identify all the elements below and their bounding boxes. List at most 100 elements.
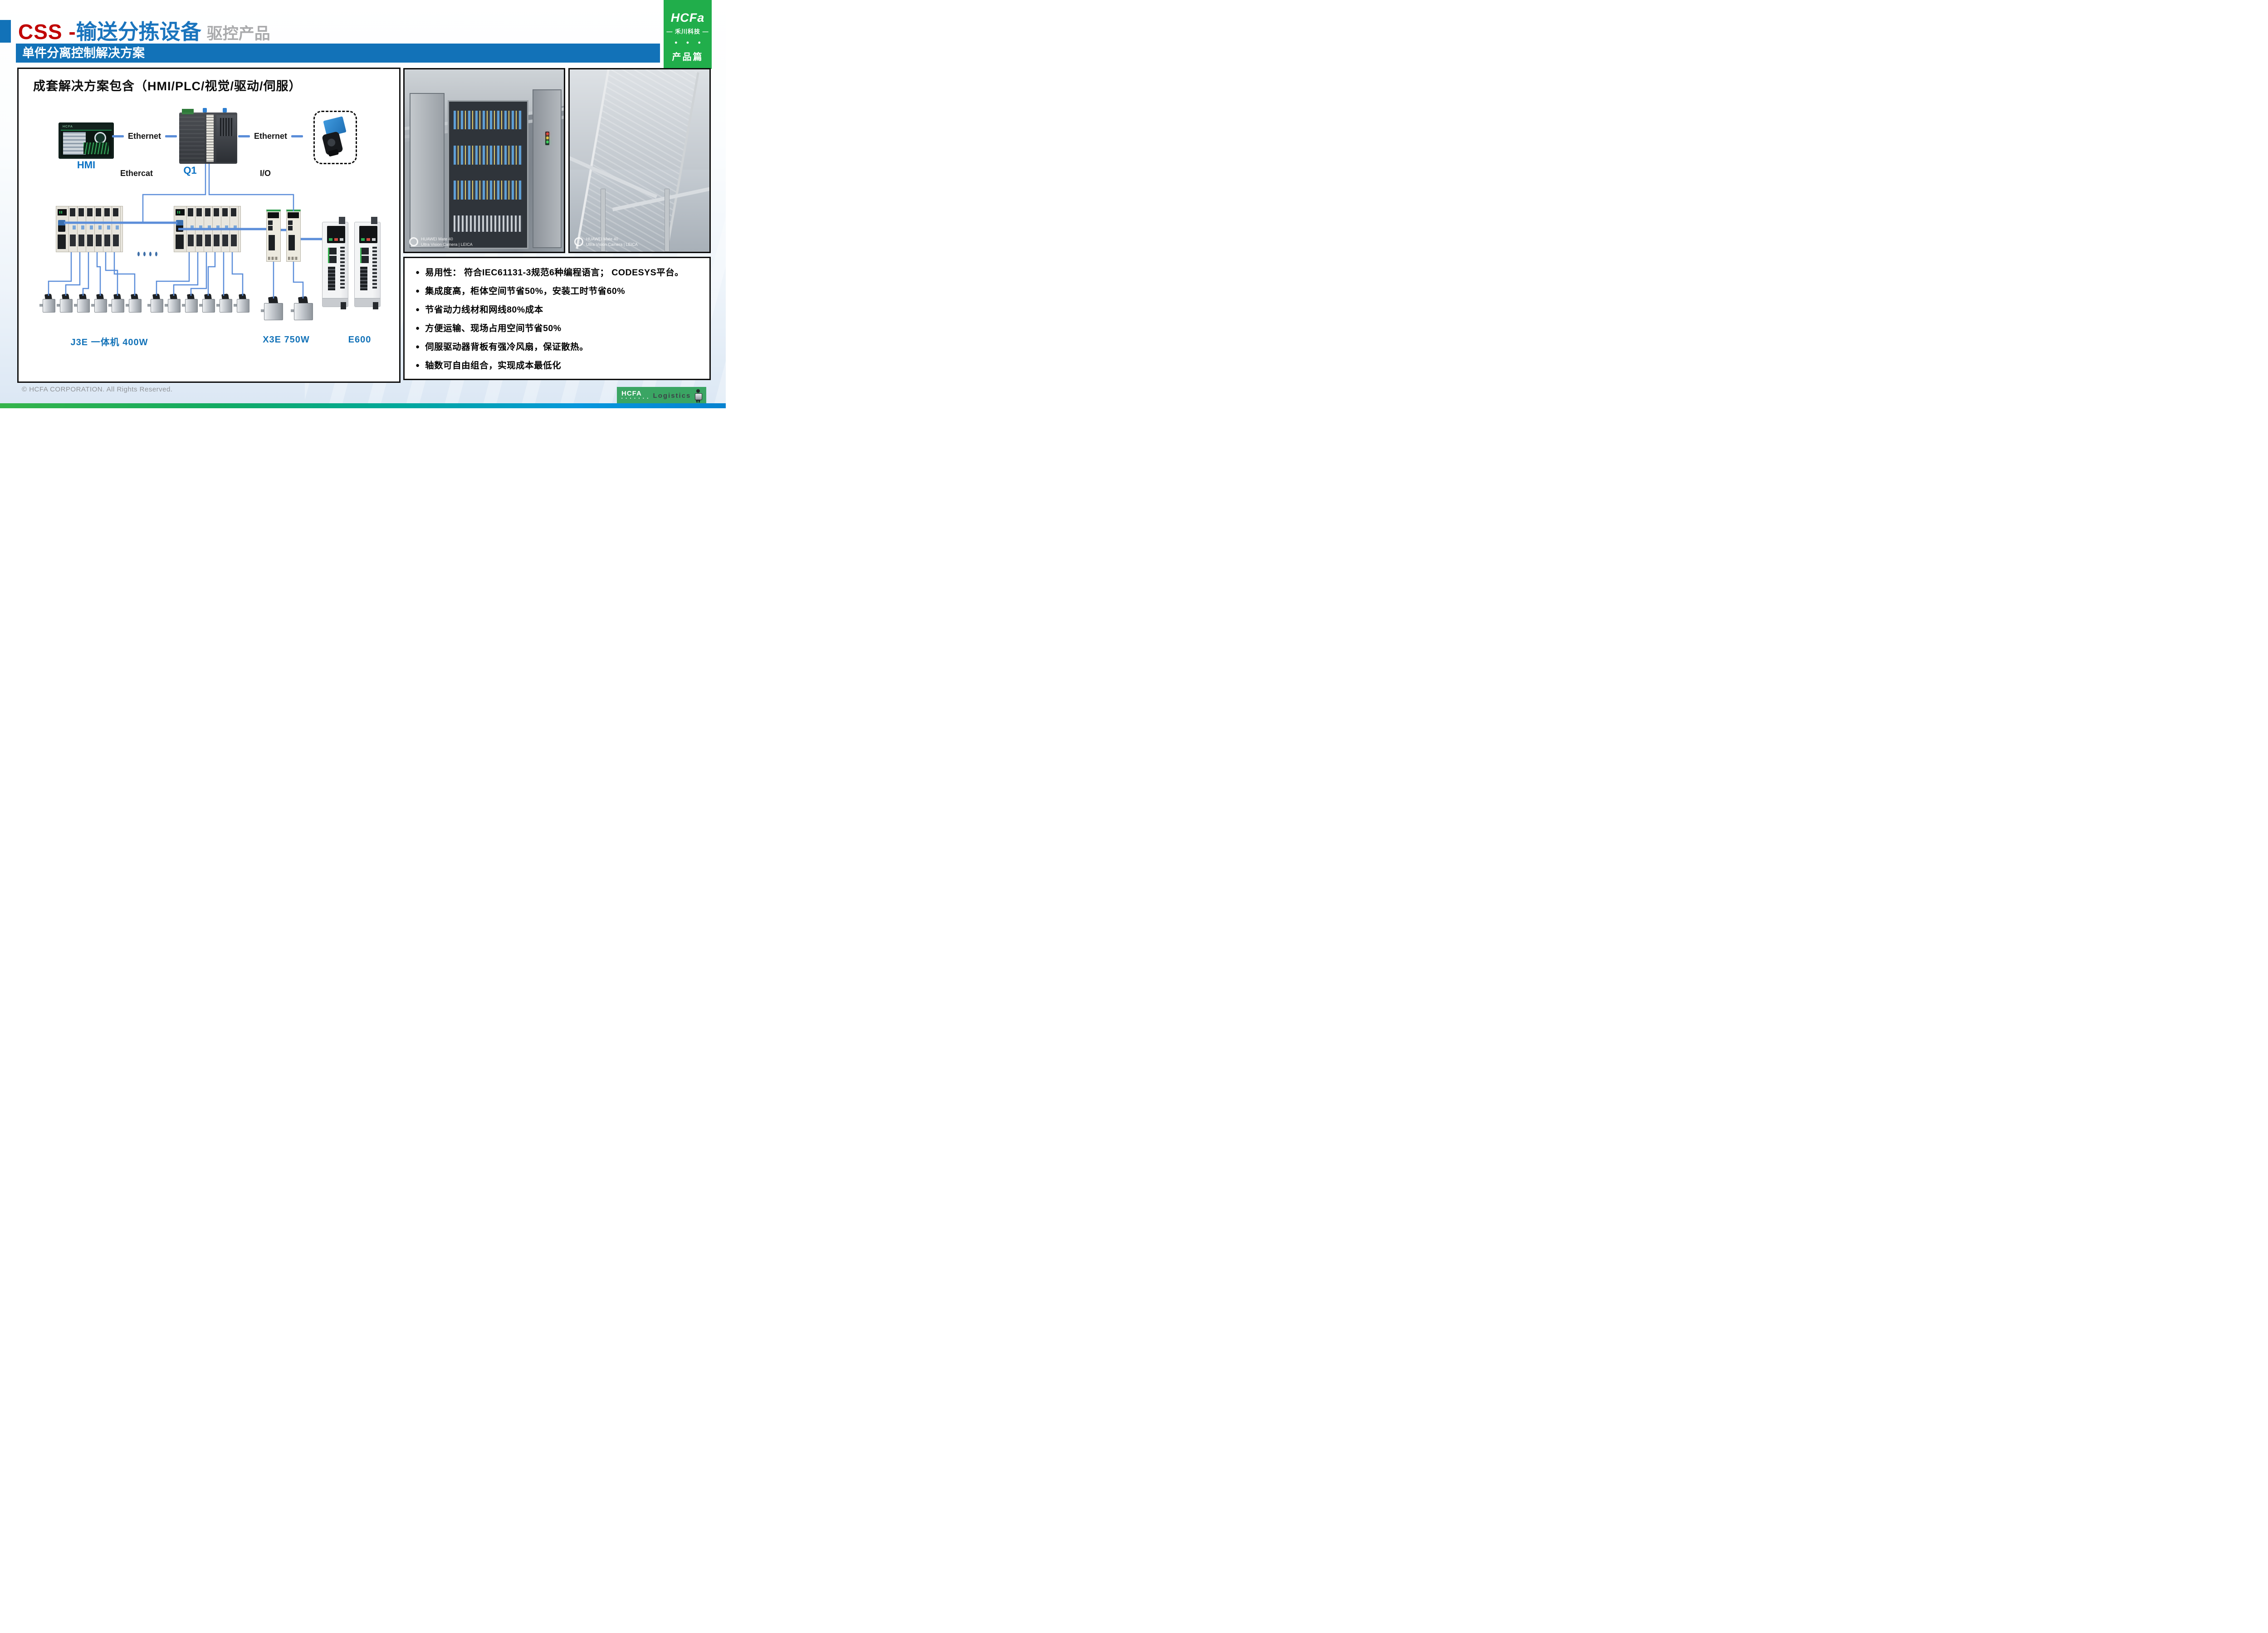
bullet-icon: ●: [415, 287, 420, 295]
j3e-label: J3E 一体机 400W: [70, 337, 148, 347]
plc-label-stripe: [206, 114, 214, 162]
plc-screw-icon: [223, 108, 227, 112]
coupler-terminal: [176, 235, 184, 249]
bullet-icon: ●: [415, 306, 420, 313]
servo-motor: [216, 293, 232, 313]
ethernet-link-left: Ethernet: [112, 132, 181, 141]
vision-camera-box: [313, 111, 357, 164]
title-main: 输送分拣设备: [76, 20, 201, 44]
terminal-strip: [454, 145, 523, 165]
bullet-icon: ●: [415, 362, 420, 369]
terminal-strip: [454, 180, 523, 200]
hmi-screen: HCFA: [61, 125, 112, 156]
cabinet-door: [533, 89, 562, 248]
page-title: CSS -输送分拣设备驱控产品: [18, 15, 270, 45]
photo-conveyor: HUAWEI Mate 40 Ultra Vision Camera | LEI…: [568, 68, 711, 253]
j3e-servo-stack-1: [56, 206, 123, 252]
frame-leg: [665, 189, 670, 252]
servo-motor: [91, 293, 107, 313]
drive-display: [327, 226, 345, 243]
drive-ports-icon: [288, 220, 293, 230]
watermark-line2: Ultra Vision Camera | LEICA: [586, 242, 638, 247]
wire-dash-icon: [291, 135, 303, 137]
e600-drive-1: [322, 217, 348, 309]
wire-dash-icon: [112, 135, 124, 137]
drive-display: [268, 212, 279, 218]
logistics-dots-icon: ▪ ▪ ▪ ▪ ▪ ▪ ▪: [621, 396, 650, 400]
diagram-heading: 成套解决方案包含（HMI/PLC/视觉/驱动/伺服）: [33, 79, 302, 93]
slide: CSS -输送分拣设备驱控产品 单件分离控制解决方案 HCFa — 禾川科技 —…: [0, 0, 726, 408]
io-label: I/O: [259, 169, 271, 178]
x3e-drive-1: [266, 210, 281, 262]
feature-item: ● 方便运输、现场占用空间节省50%: [415, 323, 699, 334]
frame-leg: [600, 189, 606, 252]
feature-text: 集成度高，柜体空间节省50%，安装工时节省60%: [425, 286, 626, 296]
drive-vent: [372, 247, 377, 288]
coupler-display: [176, 209, 185, 215]
brand-company-name: — 禾川科技 —: [666, 28, 709, 35]
photo-watermark: HUAWEI Mate 40 Ultra Vision Camera | LEI…: [409, 236, 473, 247]
drive-display: [288, 212, 299, 218]
feature-text: 节省动力线材和网线80%成本: [425, 305, 543, 315]
plc-terminal-block: [182, 109, 194, 114]
title-suffix: 驱控产品: [206, 25, 270, 43]
q1-label: Q1: [183, 165, 197, 176]
servo-motor: [57, 293, 73, 313]
brand-dots-icon: ● ● ●: [674, 40, 705, 45]
drive-terminal: [328, 267, 335, 290]
servo-motor: [126, 293, 142, 313]
terminal-strip: [454, 110, 523, 130]
drive-foot: [373, 302, 378, 309]
brand-box: HCFa — 禾川科技 — ● ● ● 产品篇: [664, 0, 712, 69]
hmi-screen-brand: HCFA: [61, 125, 112, 131]
signal-tower-icon: [545, 131, 550, 145]
feature-item: ● 伺服驱动器背板有强冷风扇，保证散热。: [415, 342, 699, 352]
footer-gradient-strip: [0, 403, 726, 408]
logistics-brand-block: HCFA ▪ ▪ ▪ ▪ ▪ ▪ ▪: [621, 389, 650, 401]
photo-watermark: HUAWEI Mate 40 Ultra Vision Camera | LEI…: [574, 236, 638, 247]
feature-text: 方便运输、现场占用空间节省50%: [425, 323, 562, 333]
servo-motor-750w: [261, 296, 283, 321]
features-panel: ● 易用性： 符合IEC61131-3规范6种编程语言； CODESYS平台。 …: [403, 257, 711, 380]
subtitle-banner-text: 单件分离控制解决方案: [22, 46, 145, 60]
cabinet-door: [409, 93, 445, 248]
x3e-drive-2: [286, 210, 301, 262]
drive-hook: [371, 217, 377, 224]
servo-motor: [147, 293, 163, 313]
watermark-line1: HUAWEI Mate 40: [586, 237, 618, 241]
camera-ring-icon: [574, 237, 583, 246]
drive-ports-icon: [360, 248, 369, 263]
axis-ellipsis-dots: [137, 250, 165, 256]
logistics-brand: HCFA: [621, 389, 642, 397]
drive-terminal: [360, 267, 367, 290]
drive-foot: [288, 257, 298, 260]
servo-motor: [165, 293, 181, 313]
servo-motor: [74, 293, 90, 313]
servo-motor: [234, 293, 249, 313]
drive-ports-icon: [328, 248, 337, 263]
robot-icon: [694, 389, 702, 403]
hmi-label: HMI: [77, 159, 96, 171]
drive-hook: [339, 217, 345, 224]
drive-foot: [268, 257, 278, 260]
hmi-device: HCFA: [59, 122, 114, 159]
wire-dash-icon: [165, 135, 177, 137]
photo-texture: [570, 69, 709, 170]
e600-label: E600: [348, 335, 371, 345]
hmi-screen-gauge: [94, 132, 106, 144]
stack-coupler: [56, 206, 69, 252]
feature-item: ● 轴数可自由组合，实现成本最低化: [415, 360, 699, 371]
servo-motor-750w: [291, 296, 313, 321]
q1-plc-device: [179, 108, 237, 164]
plc-vent: [220, 118, 234, 136]
bullet-icon: ●: [415, 343, 420, 351]
x3e-label: X3E 750W: [263, 335, 310, 345]
servo-motor: [182, 293, 198, 313]
servo-motor: [199, 293, 215, 313]
title-product-code: CSS -: [18, 20, 76, 44]
plc-screw-icon: [203, 108, 207, 112]
feature-item: ● 易用性： 符合IEC61131-3规范6种编程语言； CODESYS平台。: [415, 267, 699, 278]
servo-motor: [39, 293, 55, 313]
e600-drive-2: [354, 217, 381, 309]
cabinet-interior: [447, 100, 528, 249]
